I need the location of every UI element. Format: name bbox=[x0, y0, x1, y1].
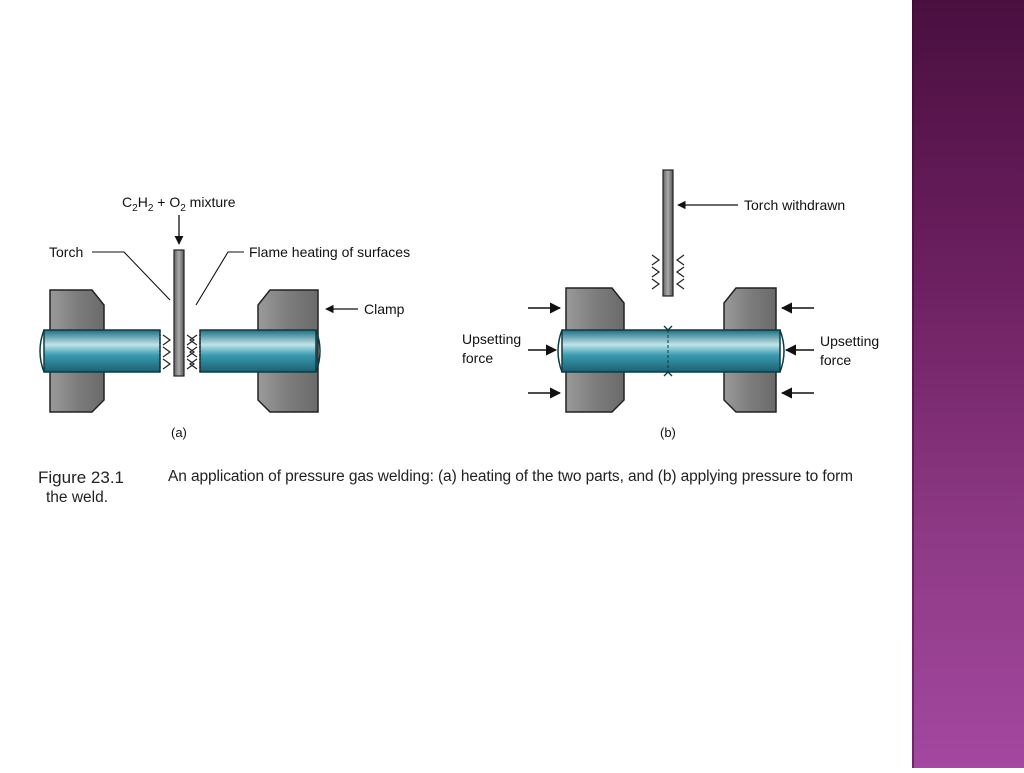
torch-withdrawn-label: Torch withdrawn bbox=[744, 197, 845, 213]
clamp-label: Clamp bbox=[364, 301, 405, 317]
left-force-label-line1: Upsetting bbox=[462, 331, 521, 347]
sidebar-edge bbox=[912, 0, 914, 768]
torch-a bbox=[173, 249, 185, 377]
panel-label-a: (a) bbox=[171, 425, 187, 440]
flame-leader bbox=[195, 251, 244, 306]
diagram-a: C2H2 + O2 mixture Torch Flame heating of… bbox=[39, 194, 410, 440]
figure-number: Figure 23.1 bbox=[38, 468, 124, 487]
flames-a bbox=[159, 330, 201, 372]
right-force-label-line1: Upsetting bbox=[820, 333, 879, 349]
left-force-label-line2: force bbox=[462, 350, 493, 366]
right-force-arrows bbox=[780, 302, 814, 399]
slide-canvas: C2H2 + O2 mixture Torch Flame heating of… bbox=[38, 169, 880, 506]
panel-label-b: (b) bbox=[660, 425, 676, 440]
torch-leader bbox=[92, 251, 171, 301]
torch-b bbox=[662, 169, 674, 297]
diagram-b: Torch withdrawn Upsetting force Upsettin… bbox=[462, 169, 879, 440]
flames-b bbox=[651, 254, 685, 290]
figure-caption-continuation: the weld. bbox=[46, 489, 109, 506]
figure-caption: An application of pressure gas welding: … bbox=[168, 468, 853, 485]
right-force-label-line2: force bbox=[820, 352, 851, 368]
left-force-arrows bbox=[528, 302, 562, 399]
right-rod-a bbox=[199, 329, 321, 373]
torch-label-a: Torch bbox=[49, 244, 83, 260]
left-rod-a bbox=[39, 329, 161, 373]
flame-label: Flame heating of surfaces bbox=[249, 244, 410, 260]
welding-figure: C2H2 + O2 mixture Torch Flame heating of… bbox=[39, 169, 879, 440]
decorative-sidebar bbox=[912, 0, 1024, 768]
joined-rod-b bbox=[557, 325, 785, 377]
gas-label: C2H2 + O2 mixture bbox=[122, 194, 236, 214]
